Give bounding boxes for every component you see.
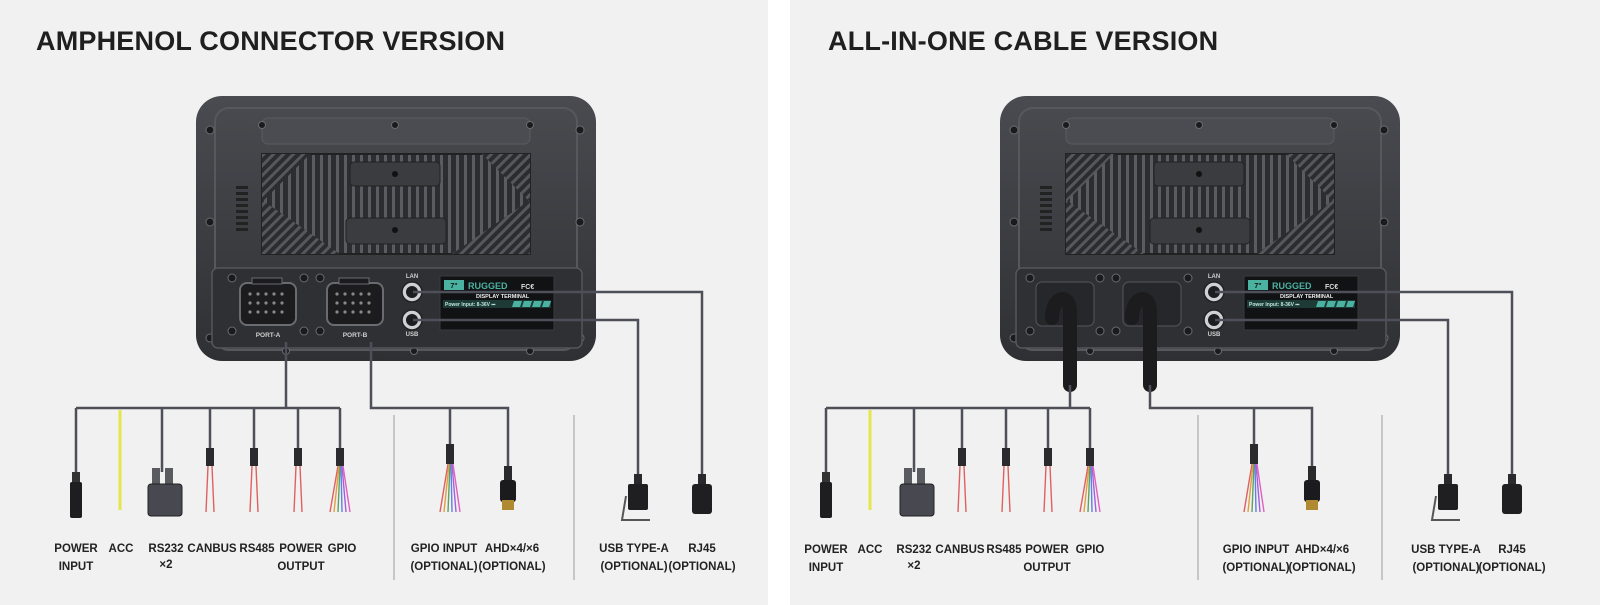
panel-amphenol-version: AMPHENOL CONNECTOR VERSION	[0, 0, 768, 605]
db9-connector	[899, 468, 935, 517]
sticker-certs: FC€	[1325, 284, 1338, 291]
heat-sink-fins	[1065, 153, 1335, 255]
product-label-sticker: 7" RUGGED FC€ DISPLAY TERMINAL Power Inp…	[439, 275, 555, 331]
sticker-product: DISPLAY TERMINAL	[476, 294, 530, 300]
label-rs485: RS485	[986, 544, 1022, 556]
port-b-label: PORT-B	[343, 332, 368, 339]
open-wire-ends	[205, 444, 461, 513]
sticker-brand: RUGGED	[468, 281, 508, 291]
label-canbus: CANBUS	[187, 543, 237, 555]
sticker-power: Power Input: 8-36V ⎓	[445, 302, 495, 308]
side-vent	[1040, 186, 1052, 231]
lan-port	[401, 281, 423, 303]
dc-plug-connector	[70, 472, 82, 518]
usb-label: USB	[1208, 332, 1221, 338]
label-rj45: RJ45(OPTIONAL)	[1478, 544, 1546, 574]
screw-icon	[1025, 273, 1193, 336]
cable-harness	[74, 290, 704, 474]
device-diagram-amphenol: PORT-A PORT-B LAN USB 7" RUGGED FC€ DISP…	[70, 96, 712, 580]
product-label-sticker: 7" RUGGED FC€ DISPLAY TERMINAL Power Inp…	[1243, 275, 1359, 331]
panel-all-in-one-version: ALL-IN-ONE CABLE VERSION	[790, 0, 1600, 605]
usb-a-connector	[620, 474, 650, 521]
sticker-power: Power Input: 8-36V ⎓	[1249, 302, 1299, 308]
label-rs485: RS485	[239, 543, 275, 555]
label-rs232: RS232×2	[896, 544, 932, 572]
device-diagram-all-in-one: LAN USB 7" RUGGED FC€ DISPLAY TERMINAL P…	[820, 96, 1522, 580]
screw-icon	[227, 273, 325, 336]
dc-plug-connector	[820, 472, 832, 518]
sticker-certs: FC€	[521, 284, 534, 291]
sticker-badge: 7"	[450, 283, 457, 290]
lan-label: LAN	[1208, 274, 1220, 280]
lan-label: LAN	[406, 274, 418, 280]
label-acc: ACC	[108, 543, 134, 555]
label-usb-type-a: USB TYPE-A(OPTIONAL)	[599, 543, 669, 573]
amphenol-connector	[227, 273, 384, 336]
rj45-connector	[692, 474, 712, 514]
db9-connector	[147, 468, 183, 517]
sticker-product: DISPLAY TERMINAL	[1280, 294, 1334, 300]
heat-sink-fins	[261, 153, 531, 255]
lan-port	[1203, 281, 1225, 303]
label-canbus: CANBUS	[935, 544, 985, 556]
label-rs232: RS232×2	[148, 543, 184, 571]
sticker-badge: 7"	[1254, 283, 1261, 290]
label-gpio: GPIO	[1075, 544, 1105, 556]
panel-title: AMPHENOL CONNECTOR VERSION	[36, 26, 506, 56]
bnc-connector	[1304, 466, 1320, 510]
main-cable	[1045, 292, 1157, 392]
side-vent	[236, 186, 248, 231]
label-gpio: GPIO	[327, 543, 357, 555]
rj45-connector	[1502, 474, 1522, 514]
usb-a-connector	[1430, 474, 1460, 521]
label-usb-type-a: USB TYPE-A(OPTIONAL)	[1411, 544, 1481, 574]
bnc-connector	[500, 466, 516, 510]
label-gpio-input: GPIO INPUT(OPTIONAL)	[410, 543, 478, 573]
open-wire-ends	[957, 444, 1265, 513]
label-gpio-input: GPIO INPUT(OPTIONAL)	[1222, 544, 1290, 574]
label-acc: ACC	[857, 544, 883, 556]
panel-title: ALL-IN-ONE CABLE VERSION	[828, 26, 1219, 56]
label-ahd: AHD×4/×6(OPTIONAL)	[478, 543, 546, 573]
port-a-label: PORT-A	[256, 332, 281, 339]
usb-label: USB	[406, 332, 419, 338]
label-rj45: RJ45(OPTIONAL)	[668, 543, 736, 573]
cable-harness	[824, 290, 1514, 474]
sticker-brand: RUGGED	[1272, 281, 1312, 291]
usb-port	[1203, 309, 1225, 331]
label-ahd: AHD×4/×6(OPTIONAL)	[1288, 544, 1356, 574]
